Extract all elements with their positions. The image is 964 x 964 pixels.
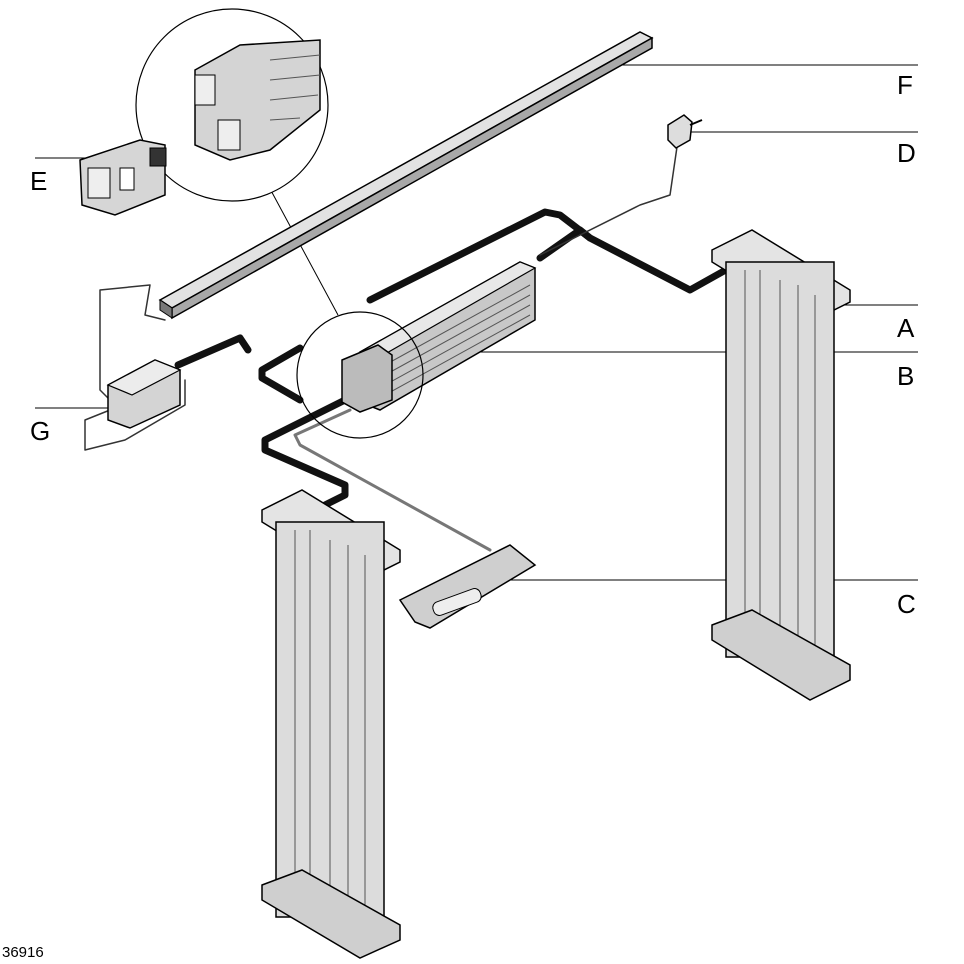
label-e: E bbox=[30, 166, 48, 196]
detail-circle-large bbox=[135, 8, 329, 202]
rail-f bbox=[158, 31, 654, 320]
lifting-column-left bbox=[261, 489, 401, 959]
power-supply-g bbox=[106, 359, 182, 429]
label-c: C bbox=[897, 589, 916, 619]
label-b: B bbox=[897, 361, 915, 391]
label-d: D bbox=[897, 138, 916, 168]
detail-circle-small bbox=[296, 311, 424, 439]
figure-number: 36916 bbox=[2, 944, 44, 961]
label-g: G bbox=[30, 416, 51, 446]
control-box-b bbox=[341, 261, 537, 413]
label-f: F bbox=[897, 70, 913, 100]
label-a: A bbox=[897, 313, 915, 343]
hand-switch-c bbox=[398, 544, 537, 629]
connector-e bbox=[79, 139, 167, 216]
detail-connector-line bbox=[267, 184, 339, 316]
plug-d bbox=[667, 114, 703, 149]
lifting-column-a bbox=[711, 229, 851, 701]
cables bbox=[84, 139, 744, 552]
